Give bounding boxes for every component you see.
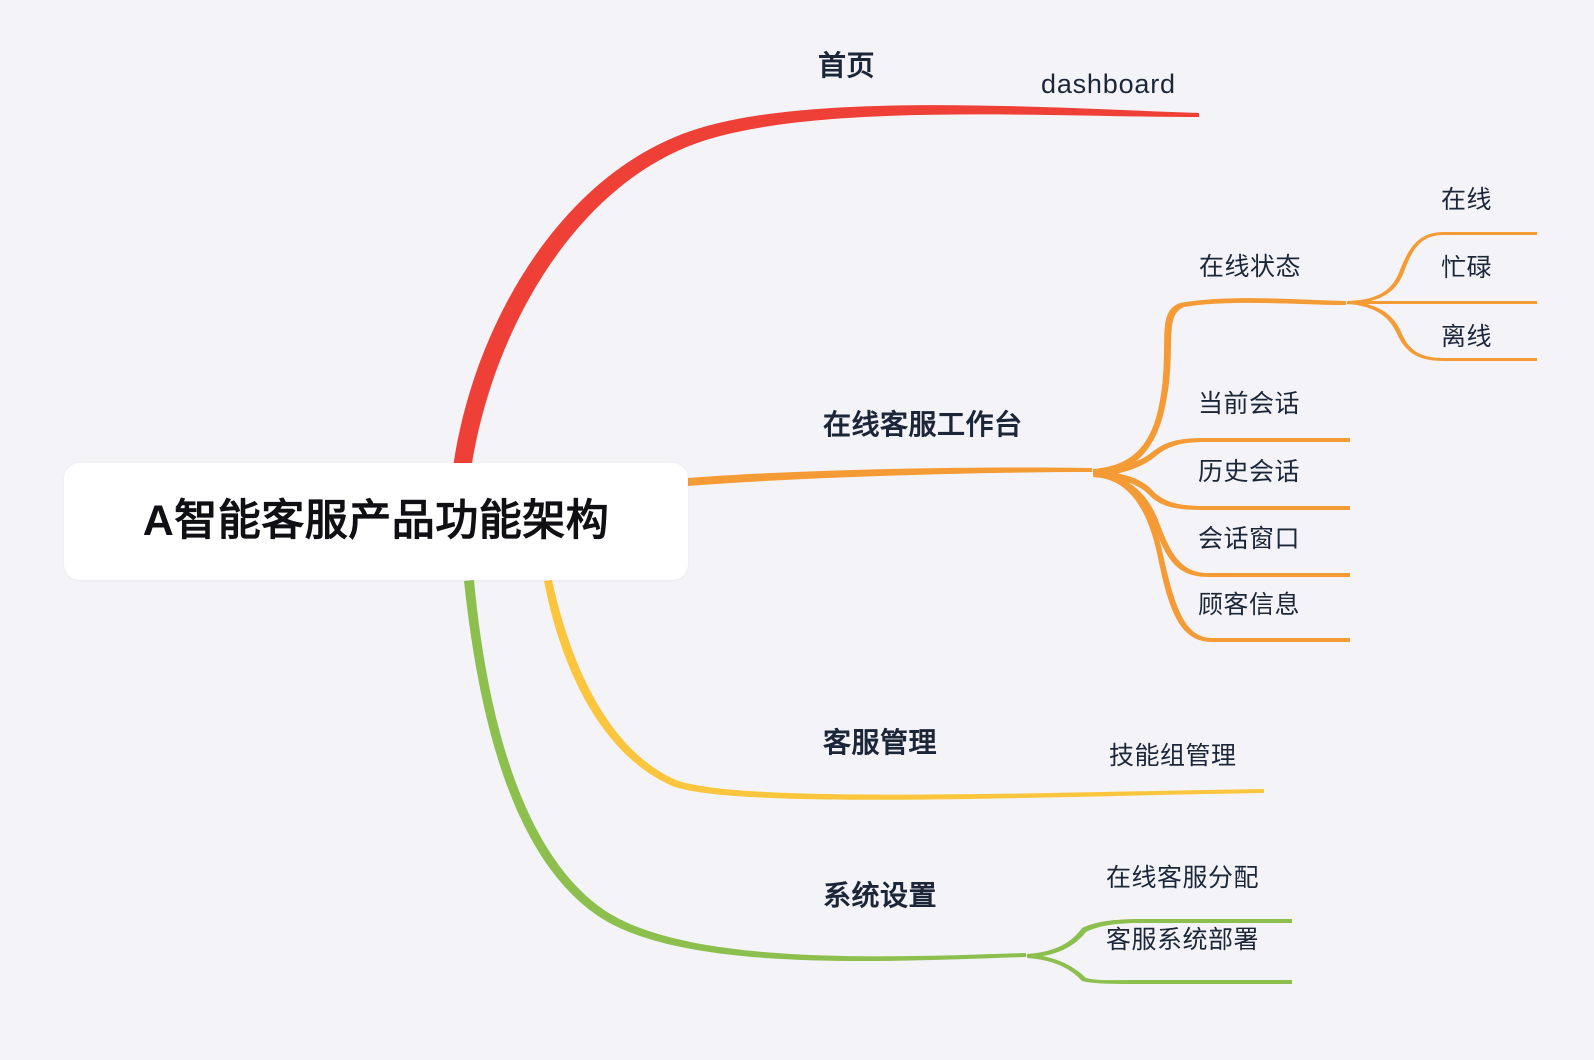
node-label-dashboard[interactable]: dashboard [1041,69,1176,99]
branch-line-online-status [1093,298,1346,477]
branch-line-session-window [1094,471,1350,577]
node-label-workbench[interactable]: 在线客服工作台 [823,409,1023,440]
branch-line-system-deployment [1027,954,1292,984]
node-label-session-window[interactable]: 会话窗口 [1198,525,1301,553]
node-label-agent-management[interactable]: 客服管理 [823,727,938,758]
branch-line-system-settings [464,580,1026,962]
node-label-system-settings[interactable]: 系统设置 [823,880,938,911]
node-label-history-session[interactable]: 历史会话 [1198,458,1301,486]
node-label-status-offline[interactable]: 离线 [1441,323,1493,351]
root-node[interactable]: A智能客服产品功能架构 [64,463,688,580]
root-node-title: A智能客服产品功能架构 [142,497,610,545]
node-label-customer-info[interactable]: 顾客信息 [1198,591,1301,619]
branch-line-status-busy [1347,301,1537,304]
node-label-current-session[interactable]: 当前会话 [1198,390,1301,418]
branch-line-workbench [688,467,1092,486]
node-label-status-online[interactable]: 在线 [1441,186,1493,214]
node-label-home[interactable]: 首页 [818,50,876,81]
node-label-status-busy[interactable]: 忙碌 [1441,254,1493,282]
node-label-online-status[interactable]: 在线状态 [1199,253,1302,281]
node-label-system-deployment[interactable]: 客服系统部署 [1106,926,1260,954]
node-label-agent-allocation[interactable]: 在线客服分配 [1106,864,1260,892]
node-label-skill-group-management[interactable]: 技能组管理 [1109,742,1237,770]
